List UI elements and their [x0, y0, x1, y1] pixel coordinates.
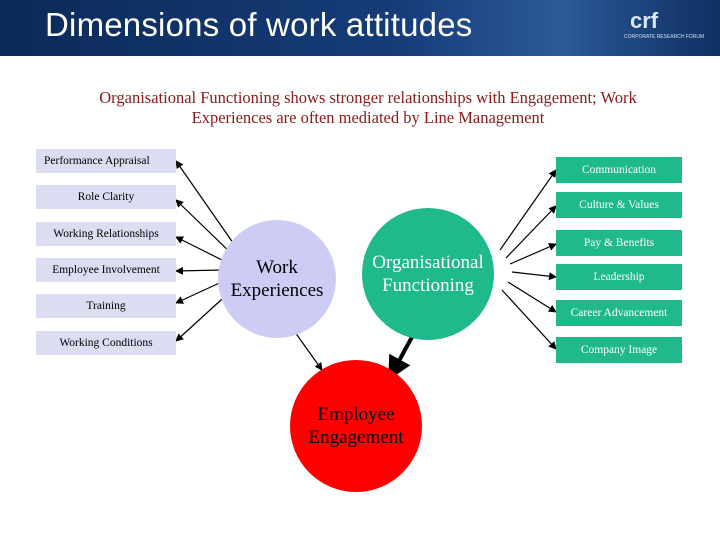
- right-item-company-image: Company Image: [556, 337, 682, 363]
- arrow-to-performance-appraisal: [175, 160, 239, 251]
- title-banner: Dimensions of work attitudes crf CORPORA…: [0, 0, 720, 56]
- arrow-to-employee-involvement: [175, 266, 223, 275]
- left-item-employee-involvement: Employee Involvement: [36, 258, 176, 282]
- subtitle-line-2: Experiences are often mediated by Line M…: [191, 108, 545, 127]
- left-item-training: Training: [36, 294, 176, 318]
- subtitle-line-1: Organisational Functioning shows stronge…: [99, 88, 637, 107]
- right-item-career-advancement: Career Advancement: [556, 300, 682, 326]
- right-item-culture-values: Culture & Values: [556, 192, 682, 218]
- crf-logo: crf CORPORATE RESEARCH FORUM: [610, 8, 706, 48]
- arrow-to-leadership: [511, 271, 557, 281]
- right-item-pay-benefits: Pay & Benefits: [556, 230, 682, 256]
- arrow-to-role-clarity: [175, 199, 235, 257]
- arrow-to-communication: [499, 169, 557, 251]
- right-item-leadership: Leadership: [556, 264, 682, 290]
- arrow-to-culture-values: [505, 205, 557, 259]
- slide-subtitle: Organisational Functioning shows stronge…: [50, 88, 686, 128]
- left-item-performance-appraisal: Performance Appraisal: [36, 149, 176, 173]
- slide-title: Dimensions of work attitudes: [45, 6, 473, 43]
- right-item-communication: Communication: [556, 157, 682, 183]
- arrow-to-company-image: [501, 289, 557, 350]
- node-work-experiences: Work Experiences: [218, 220, 336, 338]
- arrow-work-to-engagement: [291, 327, 323, 371]
- left-item-working-relationships: Working Relationships: [36, 222, 176, 246]
- arrow-to-career-advancement: [507, 281, 557, 313]
- node-employee-engagement: Employee Engagement: [290, 360, 422, 492]
- arrow-to-working-relationships: [175, 236, 227, 263]
- left-item-role-clarity: Role Clarity: [36, 185, 176, 209]
- logo-subtext: CORPORATE RESEARCH FORUM: [624, 34, 705, 40]
- node-organisational-functioning: Organisational Functioning: [362, 208, 494, 340]
- left-item-working-conditions: Working Conditions: [36, 331, 176, 355]
- logo-mark: crf: [630, 8, 659, 33]
- arrow-to-pay-benefits: [509, 243, 557, 265]
- arrow-to-training: [175, 279, 227, 304]
